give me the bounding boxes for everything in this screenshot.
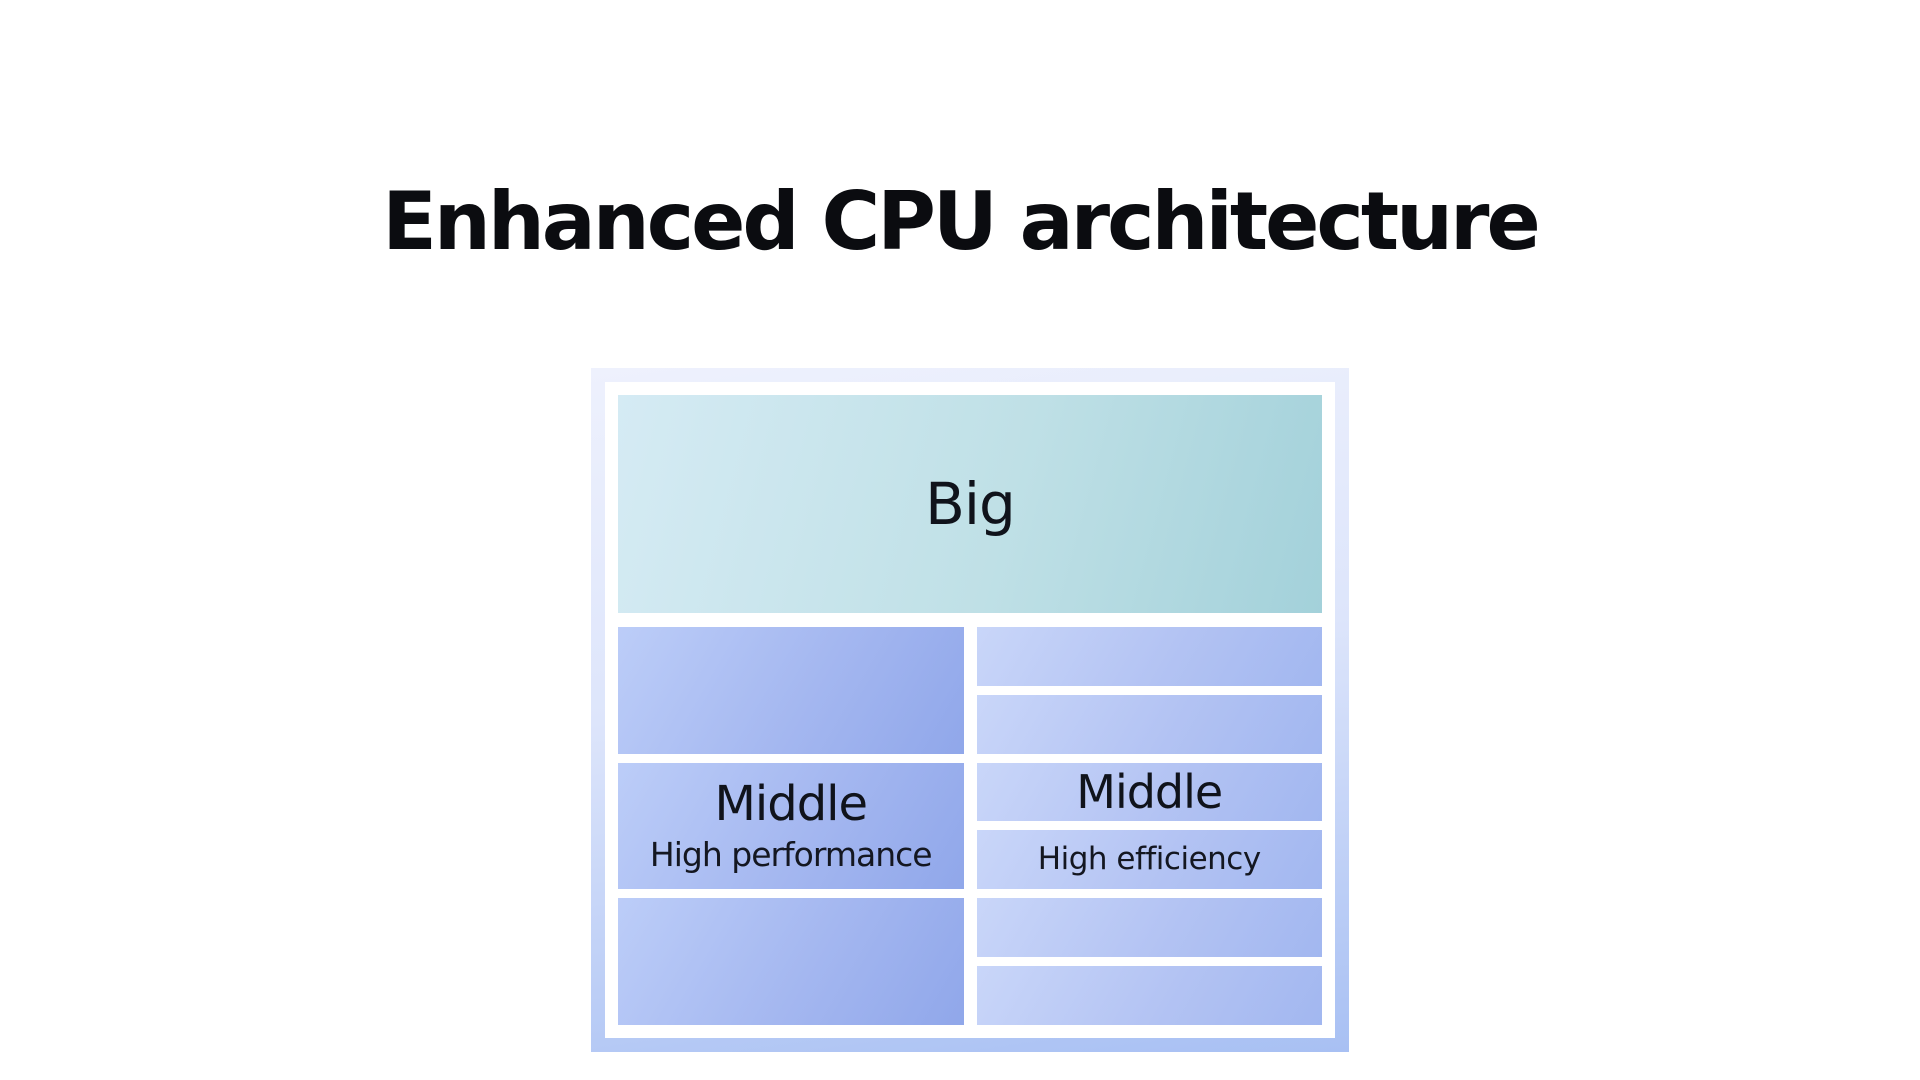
eff-core-strip	[976, 627, 1322, 686]
high-efficiency-label: Middle	[1076, 765, 1223, 820]
cpu-diagram-frame: Big Middle High performance Middle	[591, 368, 1349, 1052]
eff-core-strip	[976, 966, 1322, 1025]
high-efficiency-sublabel: High efficiency	[1037, 841, 1261, 878]
high-efficiency-cluster: Middle High efficiency	[976, 627, 1322, 1025]
eff-core-strip-sublabeled: High efficiency	[976, 830, 1322, 890]
high-performance-cluster: Middle High performance	[618, 627, 964, 1025]
page-title: Enhanced CPU architecture	[382, 175, 1541, 268]
perf-core-block-labeled: Middle High performance	[618, 762, 964, 890]
eff-core-strip-labeled: Middle	[976, 762, 1322, 822]
big-core-block: Big	[618, 395, 1322, 613]
high-performance-sublabel: High performance	[649, 835, 933, 875]
middle-core-section: Middle High performance Middle High effi…	[618, 627, 1322, 1025]
perf-core-block	[618, 627, 964, 754]
perf-core-block	[618, 898, 964, 1025]
big-core-label: Big	[925, 470, 1016, 538]
eff-core-strip	[976, 694, 1322, 754]
eff-core-strip	[976, 898, 1322, 958]
cpu-diagram: Big Middle High performance Middle	[605, 382, 1335, 1038]
high-performance-label: Middle	[714, 776, 868, 833]
